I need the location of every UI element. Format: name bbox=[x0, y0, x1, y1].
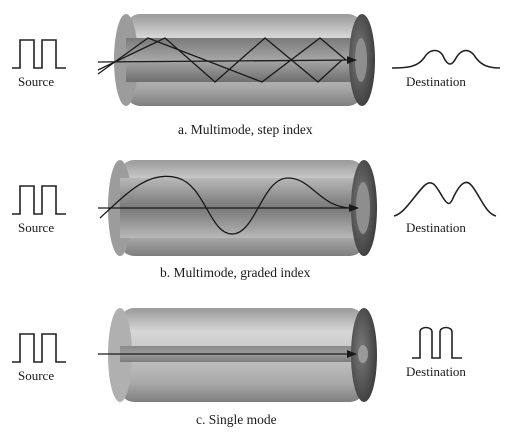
core-exit-a bbox=[355, 38, 367, 82]
caption-a: a. Multimode, step index bbox=[178, 122, 313, 137]
source-label-b: Source bbox=[18, 220, 54, 235]
destination-pulse-b bbox=[393, 181, 497, 217]
core-exit-b bbox=[356, 182, 370, 234]
destination-pulse-a bbox=[391, 49, 501, 69]
caption-c: c. Single mode bbox=[196, 412, 277, 427]
ray-zigzag-2 bbox=[97, 37, 347, 83]
destination-label-a: Destination bbox=[406, 74, 466, 89]
ray-sinusoidal-b bbox=[99, 175, 353, 235]
fiber-c bbox=[108, 308, 377, 402]
ray-zigzag-1 bbox=[97, 37, 343, 83]
destination-label-b: Destination bbox=[406, 220, 466, 235]
panel-a: Source Destination a. Multimode, step in… bbox=[12, 14, 501, 137]
light-rays-b bbox=[98, 175, 359, 235]
panel-c: Source Destination c. Single mode bbox=[12, 308, 466, 427]
source-label-c: Source bbox=[18, 368, 54, 383]
panel-b: Source Destination b. Multimode, graded … bbox=[12, 160, 497, 280]
destination-pulse-c bbox=[412, 326, 462, 359]
light-rays-a bbox=[97, 37, 357, 83]
destination-label-c: Destination bbox=[406, 364, 466, 379]
core-exit-c bbox=[358, 345, 368, 363]
source-pulse-b bbox=[12, 185, 66, 215]
source-label-a: Source bbox=[18, 74, 54, 89]
source-pulse-a bbox=[12, 39, 66, 69]
caption-b: b. Multimode, graded index bbox=[160, 265, 311, 280]
source-pulse-c bbox=[12, 333, 66, 363]
ray-axial-a bbox=[97, 56, 357, 65]
